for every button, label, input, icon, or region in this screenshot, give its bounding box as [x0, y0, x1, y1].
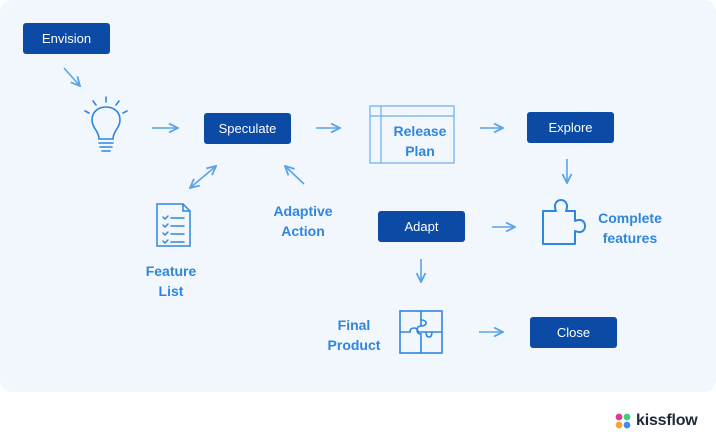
release-plan-label-line2: Plan [405, 143, 435, 159]
puzzle-piece-icon [542, 199, 586, 245]
adaptive-action-label: Adaptive Action [265, 201, 341, 241]
final-product-label-line2: Product [327, 337, 381, 353]
kissflow-brand: kissflow [614, 410, 698, 432]
speculate-node[interactable]: Speculate [204, 113, 291, 144]
puzzle-complete-icon [399, 310, 443, 354]
final-product-label-line1: Final [337, 317, 371, 333]
arrow-adaptive-action-to-speculate [285, 166, 305, 185]
feature-list-label-line2: List [158, 283, 184, 299]
complete-features-label-line2: features [602, 230, 658, 246]
feature-list-label-line1: Feature [145, 263, 197, 279]
close-node[interactable]: Close [530, 317, 617, 348]
adapt-node[interactable]: Adapt [378, 211, 465, 242]
final-product-label: Final Product [324, 315, 384, 355]
adaptive-action-label-line1: Adaptive [273, 203, 333, 219]
kissflow-brand-name: kissflow [636, 412, 698, 429]
complete-features-label-line1: Complete [598, 210, 662, 226]
arrow-envision-to-idea [63, 67, 80, 86]
arrow-speculate-feature-list [190, 166, 216, 188]
release-plan-window-icon [369, 105, 455, 164]
checklist-icon [156, 203, 191, 247]
lightbulb-icon [84, 96, 128, 152]
release-plan-label-line1: Release [393, 123, 447, 139]
envision-node[interactable]: Envision [23, 23, 110, 54]
release-plan-label: Release Plan [384, 121, 456, 161]
feature-list-label: Feature List [136, 261, 206, 301]
adaptive-action-label-line2: Action [281, 223, 325, 239]
complete-features-label: Complete features [594, 208, 666, 248]
kissflow-logo-icon [615, 413, 631, 429]
explore-node[interactable]: Explore [527, 112, 614, 143]
